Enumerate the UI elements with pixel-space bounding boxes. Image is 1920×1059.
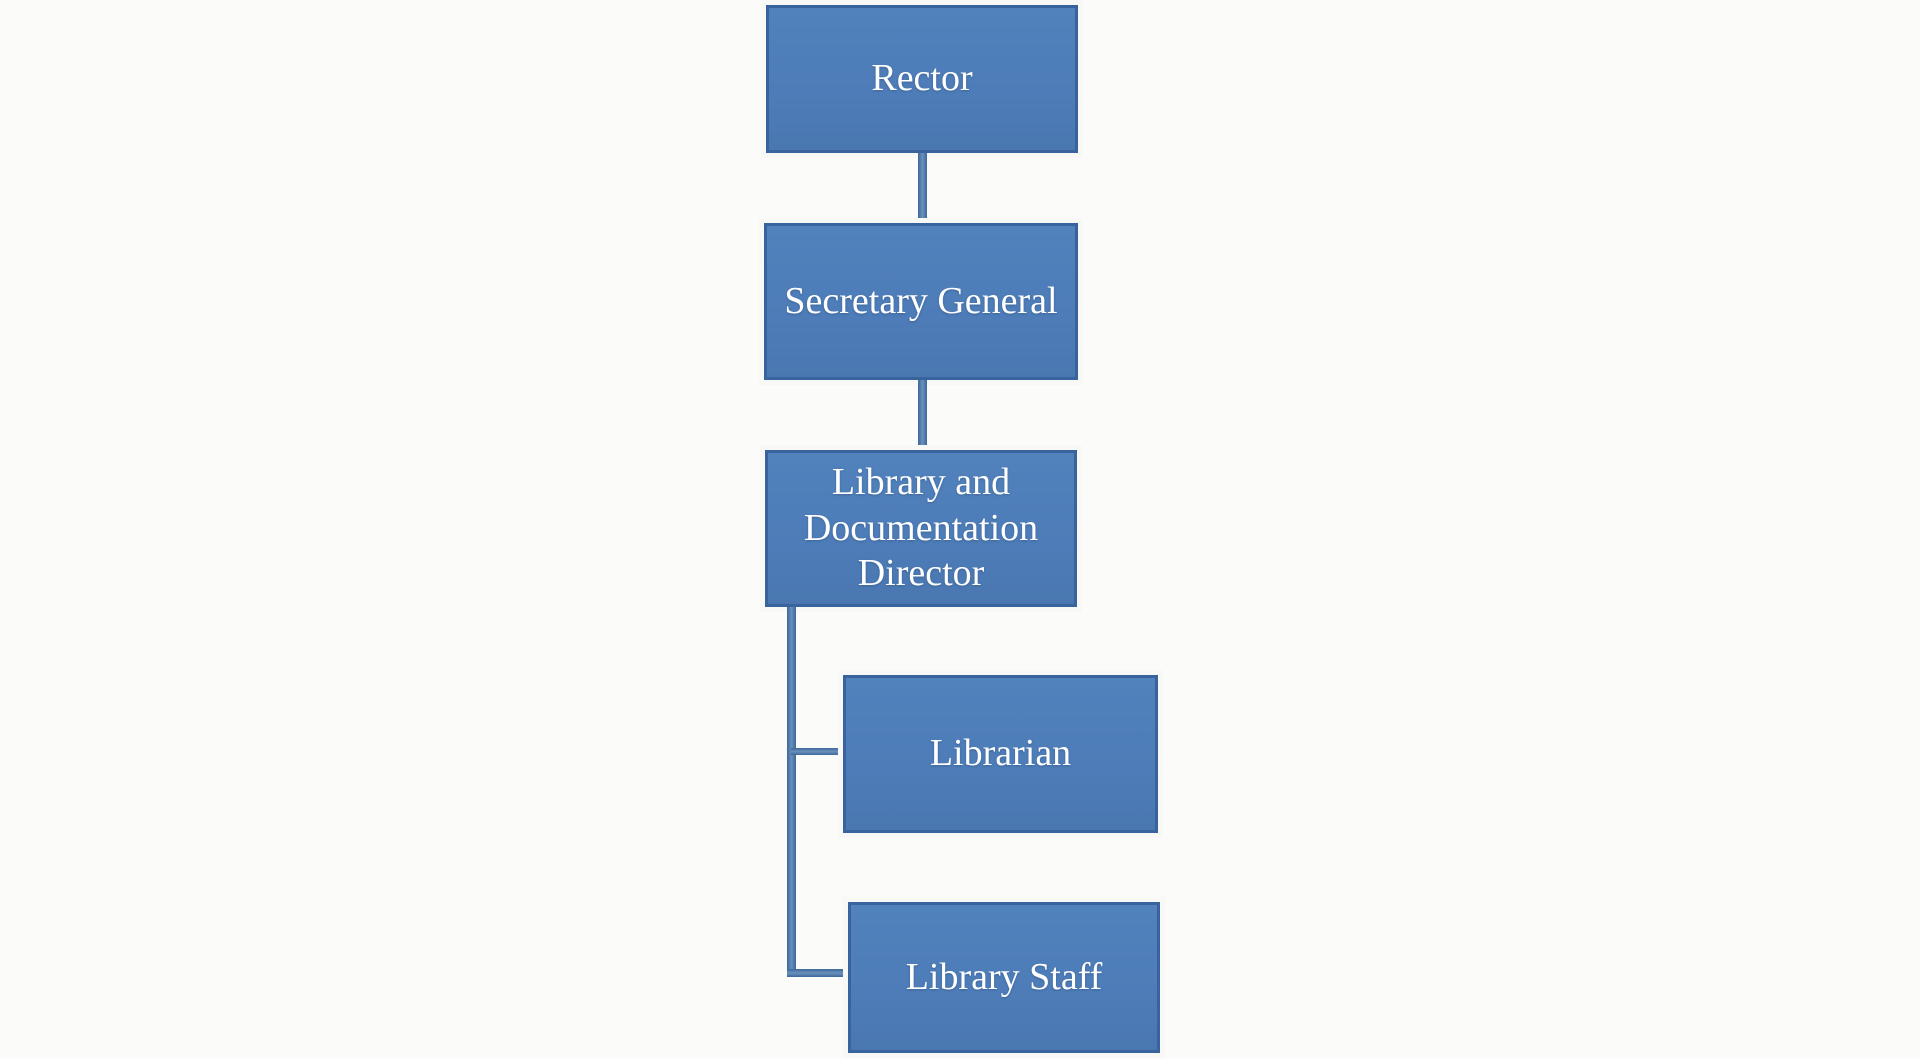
org-node-secretary-general: Secretary General: [764, 223, 1078, 380]
connector-rector-to-secretary-general: [918, 153, 927, 223]
org-node-library-director-label: Library and Documentation Director: [803, 461, 1039, 595]
org-node-library-staff-label: Library Staff: [905, 955, 1103, 998]
org-node-librarian: Librarian: [843, 675, 1158, 833]
connector-library-director-stem: [787, 607, 796, 976]
connector-branch-to-librarian: [791, 748, 843, 755]
org-node-librarian-label: Librarian: [929, 732, 1072, 775]
org-node-rector-label: Rector: [871, 57, 973, 100]
org-node-secretary-general-label: Secretary General: [784, 279, 1058, 322]
org-node-library-staff: Library Staff: [848, 902, 1160, 1053]
org-node-rector: Rector: [766, 5, 1078, 153]
connector-secretary-general-to-library-director: [918, 380, 927, 450]
org-node-library-director: Library and Documentation Director: [765, 450, 1077, 607]
connector-branch-to-library-staff: [787, 969, 848, 977]
